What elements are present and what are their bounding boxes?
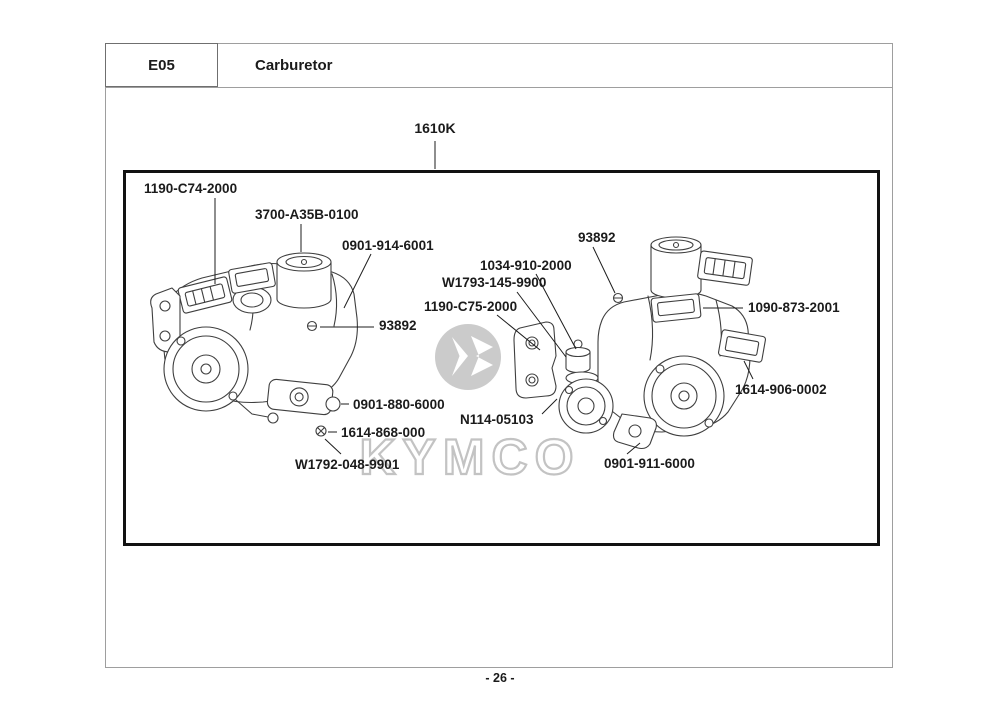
part-label: W1793-145-9900 <box>442 275 547 290</box>
part-label: 93892 <box>578 230 616 245</box>
part-label: 0901-880-6000 <box>353 397 445 412</box>
part-label: W1792-048-9901 <box>295 457 400 472</box>
part-label: 0901-911-6000 <box>604 456 695 471</box>
part-label: 0901-914-6001 <box>342 238 434 253</box>
page-number: - 26 - <box>485 671 515 685</box>
header-divider <box>105 87 893 88</box>
part-label: 1614-906-0002 <box>735 382 827 397</box>
section-title: Carburetor <box>255 56 333 74</box>
part-label: 1090-873-2001 <box>748 300 840 315</box>
part-label: 1190-C75-2000 <box>424 299 518 314</box>
diagram-box <box>123 170 880 546</box>
part-label: 1034-910-2000 <box>480 258 572 273</box>
section-code-box: E05 <box>105 43 218 87</box>
part-label: 1614-868-000 <box>341 425 426 440</box>
part-label: 1190-C74-2000 <box>144 181 238 196</box>
page-frame <box>105 43 893 668</box>
assembly-number: 1610K <box>414 120 456 136</box>
part-label: N114-05103 <box>460 412 534 427</box>
part-label: 93892 <box>379 318 417 333</box>
part-label: 3700-A35B-0100 <box>255 207 359 222</box>
section-code: E05 <box>148 56 175 74</box>
